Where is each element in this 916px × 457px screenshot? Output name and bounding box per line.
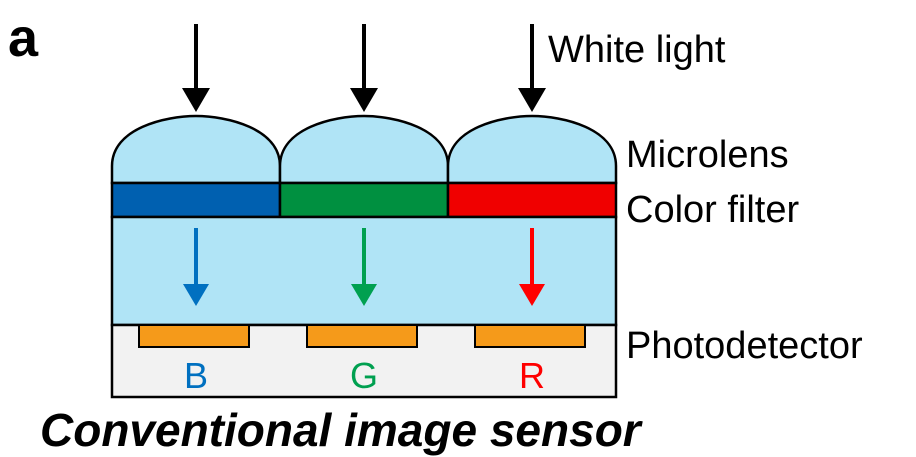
photodetector-label: Photodetector	[626, 325, 863, 367]
microlens-label: Microlens	[626, 134, 789, 176]
red-light-arrow	[519, 228, 545, 306]
microlens-array	[110, 114, 618, 185]
white-light-arrow	[518, 24, 546, 112]
microlens-blue	[110, 114, 282, 185]
white-light-label: White light	[548, 29, 726, 71]
photodetector-array	[138, 324, 586, 348]
green-light-arrow	[351, 228, 377, 306]
white-light-arrow	[182, 24, 210, 112]
filter-green	[278, 181, 450, 219]
figure-caption: Conventional image sensor	[40, 404, 643, 456]
blue-light-arrow	[183, 228, 209, 306]
color-filter-label: Color filter	[626, 189, 799, 231]
microlens-red	[446, 114, 618, 185]
photodetector-green	[306, 324, 418, 348]
white-light-arrows	[182, 24, 546, 112]
transmitted-arrows	[183, 228, 545, 306]
color-filter-array	[110, 181, 618, 219]
channel-letter-green: G	[350, 355, 378, 396]
filter-blue	[110, 181, 282, 219]
channel-letter-red: R	[519, 355, 545, 396]
filter-red	[446, 181, 618, 219]
white-light-arrow	[350, 24, 378, 112]
photodetector-blue	[138, 324, 250, 348]
microlens-green	[278, 114, 450, 185]
photodetector-red	[474, 324, 586, 348]
channel-letter-blue: B	[184, 355, 208, 396]
panel-letter: a	[8, 8, 39, 68]
